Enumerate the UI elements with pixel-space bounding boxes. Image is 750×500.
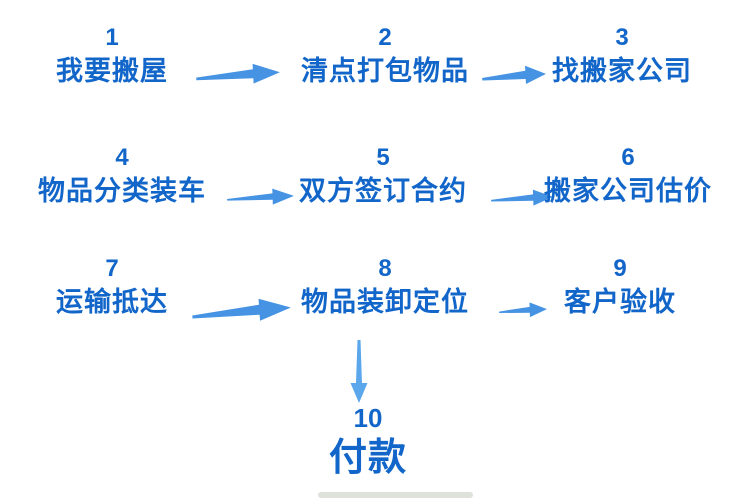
arrow-step2-to-step3-icon [482, 65, 546, 85]
step-7: 7 运输抵达 [0, 255, 232, 318]
step-5-number: 5 [376, 144, 390, 171]
arrow-step1-to-step2-icon [196, 63, 280, 84]
step-3-label: 找搬家公司 [552, 56, 692, 86]
step-6-number: 6 [621, 144, 635, 171]
step-9-label: 客户验收 [564, 287, 676, 317]
step-2: 2 清点打包物品 [265, 24, 505, 87]
step-2-label: 清点打包物品 [301, 56, 469, 86]
step-4-label: 物品分类装车 [38, 176, 206, 206]
step-1-number: 1 [105, 24, 119, 51]
step-4-number: 4 [115, 144, 129, 171]
step-8-label: 物品装卸定位 [301, 287, 469, 317]
step-3: 3 找搬家公司 [502, 24, 742, 87]
step-5-label: 双方签订合约 [299, 176, 467, 206]
step-2-number: 2 [378, 24, 392, 51]
step-10-label: 付款 [328, 437, 407, 479]
step-6: 6 搬家公司估价 [508, 144, 748, 207]
cropped-bottom-element [318, 492, 473, 498]
step-10: 10 付款 [248, 403, 488, 479]
step-3-number: 3 [615, 24, 629, 51]
step-8-number: 8 [378, 255, 392, 282]
step-1-label: 我要搬屋 [56, 56, 168, 86]
step-6-label: 搬家公司估价 [544, 176, 712, 206]
arrow-step4-to-step5-icon [227, 188, 294, 205]
step-7-number: 7 [105, 255, 119, 282]
step-10-number: 10 [353, 403, 383, 433]
arrow-step8-to-step9-icon [499, 302, 547, 318]
step-9-number: 9 [613, 255, 627, 282]
step-5: 5 双方签订合约 [263, 144, 503, 207]
step-7-label: 运输抵达 [56, 287, 168, 317]
step-1: 1 我要搬屋 [0, 24, 232, 87]
step-9: 9 客户验收 [500, 255, 740, 318]
step-4: 4 物品分类装车 [2, 144, 242, 207]
step-8: 8 物品装卸定位 [265, 255, 505, 318]
arrow-step5-to-step6-icon [491, 189, 553, 206]
arrow-step8-to-step10-icon [350, 340, 368, 403]
arrow-step7-to-step8-icon [192, 298, 291, 321]
